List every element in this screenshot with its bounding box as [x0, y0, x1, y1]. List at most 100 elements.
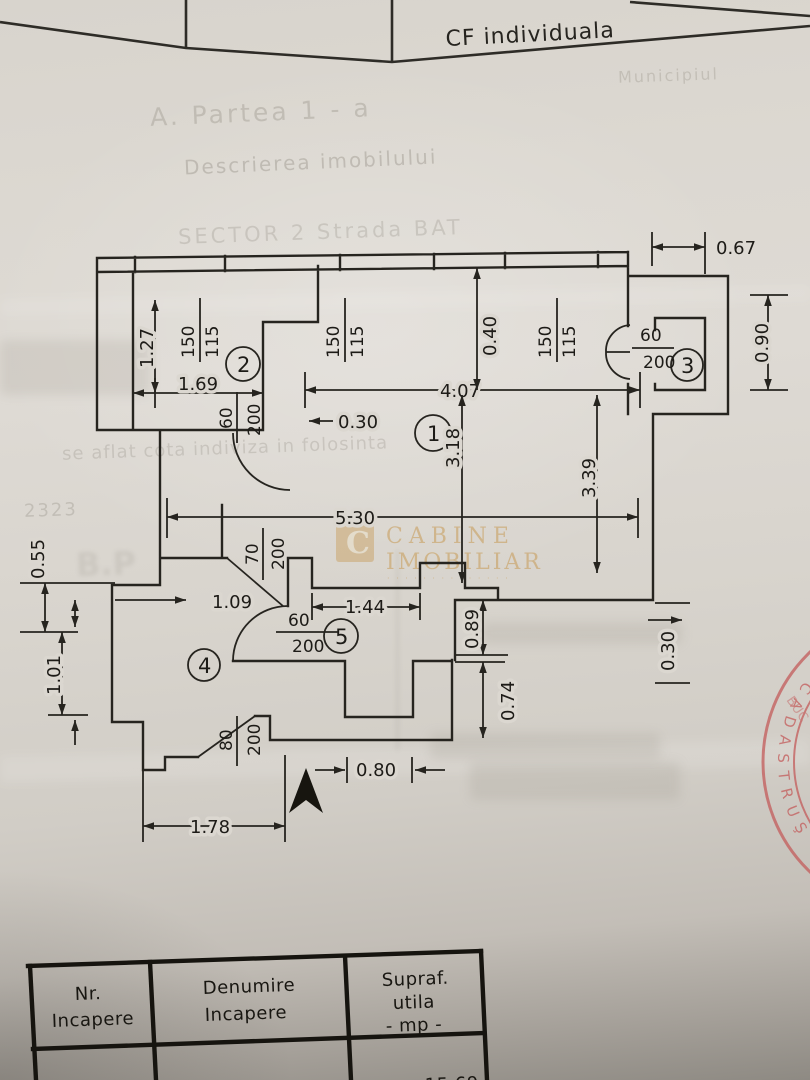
- svg-text:Incapere: Incapere: [51, 1008, 134, 1032]
- window-label-room1-right: 150 115: [536, 298, 580, 362]
- bleedthrough-smudge: [430, 733, 660, 759]
- bleedthrough-smudge: [482, 622, 682, 644]
- dim-value: 0.90: [752, 323, 773, 363]
- window-height-label: 115: [560, 326, 580, 358]
- room-circle-3: 3: [670, 348, 704, 382]
- svg-text:Nr.: Nr.: [74, 983, 101, 1005]
- dim-value: 4.07: [440, 381, 480, 402]
- dimension-040: 0.40: [473, 268, 505, 390]
- door-swing-room5: [232, 605, 289, 662]
- dim-value: 5.30: [335, 508, 375, 529]
- watermark-tagline: · · · · · · · · · · · · · ·: [387, 574, 510, 583]
- window-height-label: 115: [348, 326, 368, 358]
- svg-text:utila: utila: [392, 992, 435, 1014]
- dimension-127: 1.27: [134, 300, 162, 393]
- dim-value: 1.27: [137, 328, 158, 368]
- window-width-label: 150: [536, 326, 556, 358]
- door-width-label: 80: [217, 729, 237, 751]
- door-label-room2: 60 200: [217, 392, 265, 443]
- col-header-suprafata-utila: Supraf. utila - mp -: [381, 968, 449, 1037]
- window-label-room1-left: 150 115: [324, 298, 368, 362]
- dimension-339: 3.39: [576, 395, 604, 573]
- window-width-label: 150: [324, 326, 344, 358]
- top-table-fragment: CF individuala: [0, 0, 810, 64]
- cf-individuala-label: CF individuala: [445, 18, 615, 52]
- watermark-logo-letter: C: [346, 526, 370, 561]
- dimension-090: 0.90: [749, 294, 788, 391]
- dimension-169: 1.69: [133, 371, 263, 408]
- svg-text:Incapere: Incapere: [204, 1002, 287, 1026]
- room-1-label: 1: [427, 422, 440, 446]
- room-circle-5: 5: [323, 618, 359, 654]
- dim-value: 0.80: [356, 760, 396, 781]
- col-header-nr-incapere: Nr. Incapere: [51, 983, 134, 1032]
- room-4-label: 4: [198, 654, 211, 678]
- dimension-089: 0.89: [455, 600, 508, 656]
- door-width-label: 60: [288, 611, 310, 631]
- dimension-074: 0.74: [455, 661, 523, 738]
- door-label-room4: 80 200: [217, 716, 265, 766]
- dim-value: 1.09: [212, 592, 252, 613]
- dim-value: 1.69: [178, 374, 218, 395]
- floor-plan: 1 2 3 4 5 150 115: [20, 232, 788, 842]
- dimension-109: 1.09: [115, 589, 256, 617]
- window-width-label: 150: [179, 326, 199, 358]
- door-width-label: 60: [640, 326, 662, 346]
- table-partial-value: 15.69: [424, 1073, 479, 1080]
- dimension-530: 5.30: [166, 498, 639, 538]
- door-height-label: 200: [269, 538, 289, 570]
- dim-value: 0.74: [498, 681, 519, 721]
- window-height-label: 115: [203, 326, 223, 358]
- svg-text:- mp -: - mp -: [385, 1014, 442, 1037]
- door-leaf-corridor: [226, 557, 284, 607]
- window-label-room2: 150 115: [179, 298, 223, 362]
- dim-value: 1.44: [345, 597, 385, 618]
- door-height-label: 200: [245, 404, 265, 436]
- room-2-label: 2: [237, 353, 250, 377]
- bleedthrough-smudge: [0, 340, 150, 395]
- svg-text:Supraf.: Supraf.: [381, 968, 449, 991]
- watermark-line1: CABINE: [386, 524, 515, 549]
- door-label-room3: 60 200: [632, 326, 675, 373]
- wall-lines: [95, 250, 730, 772]
- room-circle-2: 2: [225, 346, 261, 382]
- door-arcs-room3: [605, 324, 631, 380]
- dim-value: 0.67: [716, 238, 756, 259]
- dim-value: 1.01: [44, 655, 65, 695]
- dimension-055: 0.55: [20, 535, 115, 633]
- watermark: C CABINE IMOBILIAR · · · · · · · · · · ·…: [336, 521, 540, 583]
- door-height-label: 200: [643, 353, 675, 373]
- door-width-label: 60: [217, 407, 237, 429]
- room-circle-4: 4: [187, 648, 221, 682]
- north-arrow-icon: [289, 768, 323, 813]
- door-swing-room2: [232, 432, 291, 491]
- door-height-label: 200: [292, 637, 324, 657]
- round-stamp: C A D A S T R U Ş I P U BUC: [0, 0, 810, 874]
- door-label-corridor: 70 200: [243, 528, 289, 580]
- bleedthrough-smudge: [470, 762, 680, 800]
- door-height-label: 200: [245, 724, 265, 756]
- dimension-407: 4.07: [304, 372, 641, 408]
- room-3-label: 3: [681, 354, 694, 378]
- dim-value: 3.18: [443, 428, 464, 468]
- dim-value: 0.30: [338, 412, 378, 433]
- dim-value: 3.39: [579, 458, 600, 498]
- watermark-logo: [336, 521, 374, 562]
- dimension-318: 3.18: [440, 395, 468, 583]
- dim-value: 1.78: [190, 817, 230, 838]
- col-header-denumire-incapere: Denumire Incapere: [202, 975, 295, 1026]
- dim-value: 0.89: [462, 609, 483, 649]
- room-5-label: 5: [335, 625, 348, 649]
- dimension-030-room1: 0.30: [309, 409, 382, 437]
- dim-value: 0.55: [28, 539, 49, 579]
- svg-text:Denumire: Denumire: [202, 975, 295, 999]
- door-width-label: 70: [243, 543, 263, 565]
- door-leaf-room4: [197, 715, 256, 758]
- bottom-table: Nr. Incapere Denumire Incapere Supraf. u…: [25, 948, 490, 1080]
- door-label-room5: 60 200: [276, 611, 338, 657]
- dim-value: 0.30: [658, 631, 679, 671]
- dimension-178: 1.78: [142, 755, 286, 842]
- dimension-067: 0.67: [651, 232, 756, 274]
- dimension-101: 1.01: [41, 632, 88, 745]
